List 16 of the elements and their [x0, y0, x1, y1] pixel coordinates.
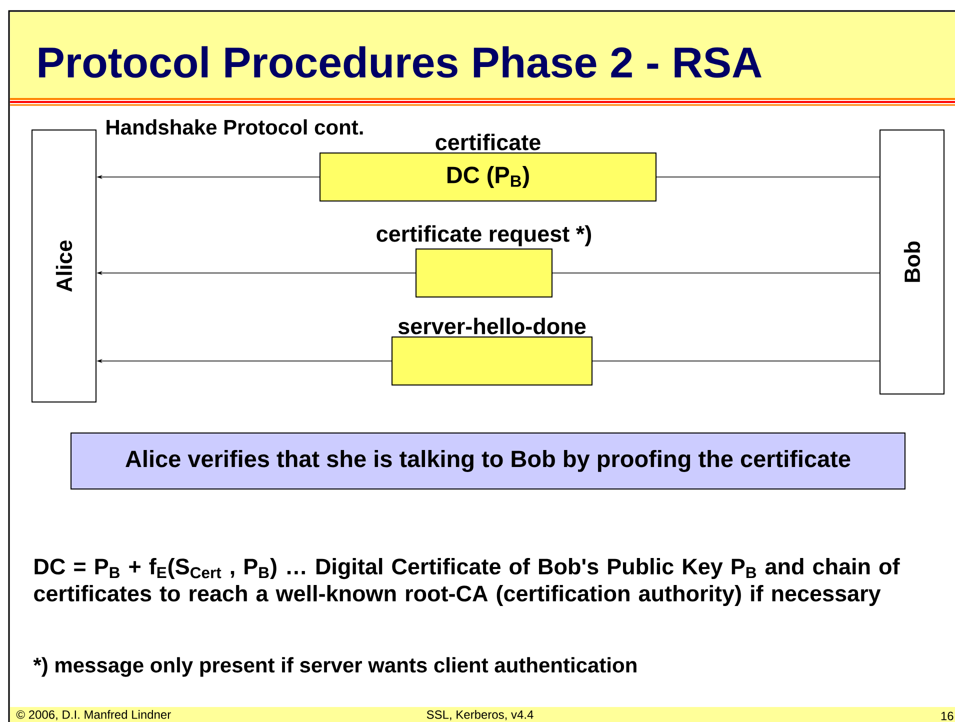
section-label: Handshake Protocol cont. — [106, 119, 363, 135]
copyright-footer: © 2006, D.I. Manfred Lindner — [16, 710, 171, 720]
slide-title: Protocol Procedures Phase 2 - RSA — [39, 46, 762, 78]
footer-title: SSL, Kerberos, v4.4 — [426, 710, 534, 720]
message-label: server-hello-done — [398, 318, 586, 334]
definition-note: DC = P$_{B}$ + f$_{E}$(S$_{Cert}$ , P$_{B}$) … Digital Certificate of Bob's Public Key P$_{B}$ and chain of certificates to reach a well-known root-CA (certification authority) if necessary — [34, 558, 900, 606]
message-label: certificate request *) — [376, 225, 591, 246]
lifeline-box: Alice — [32, 129, 96, 402]
page-number: 16 — [941, 712, 954, 720]
footnote: *) message only present if server wants client authentication — [33, 657, 636, 677]
note-box: Alice verifies that she is talking to Bob by proofing the certificate — [70, 432, 906, 490]
lifeline-box: Bob — [880, 129, 944, 394]
message-box: DC (P$_{B}$) — [320, 152, 656, 202]
message-label: certificate — [436, 134, 540, 150]
message-box — [392, 336, 592, 386]
message-box — [416, 248, 552, 298]
